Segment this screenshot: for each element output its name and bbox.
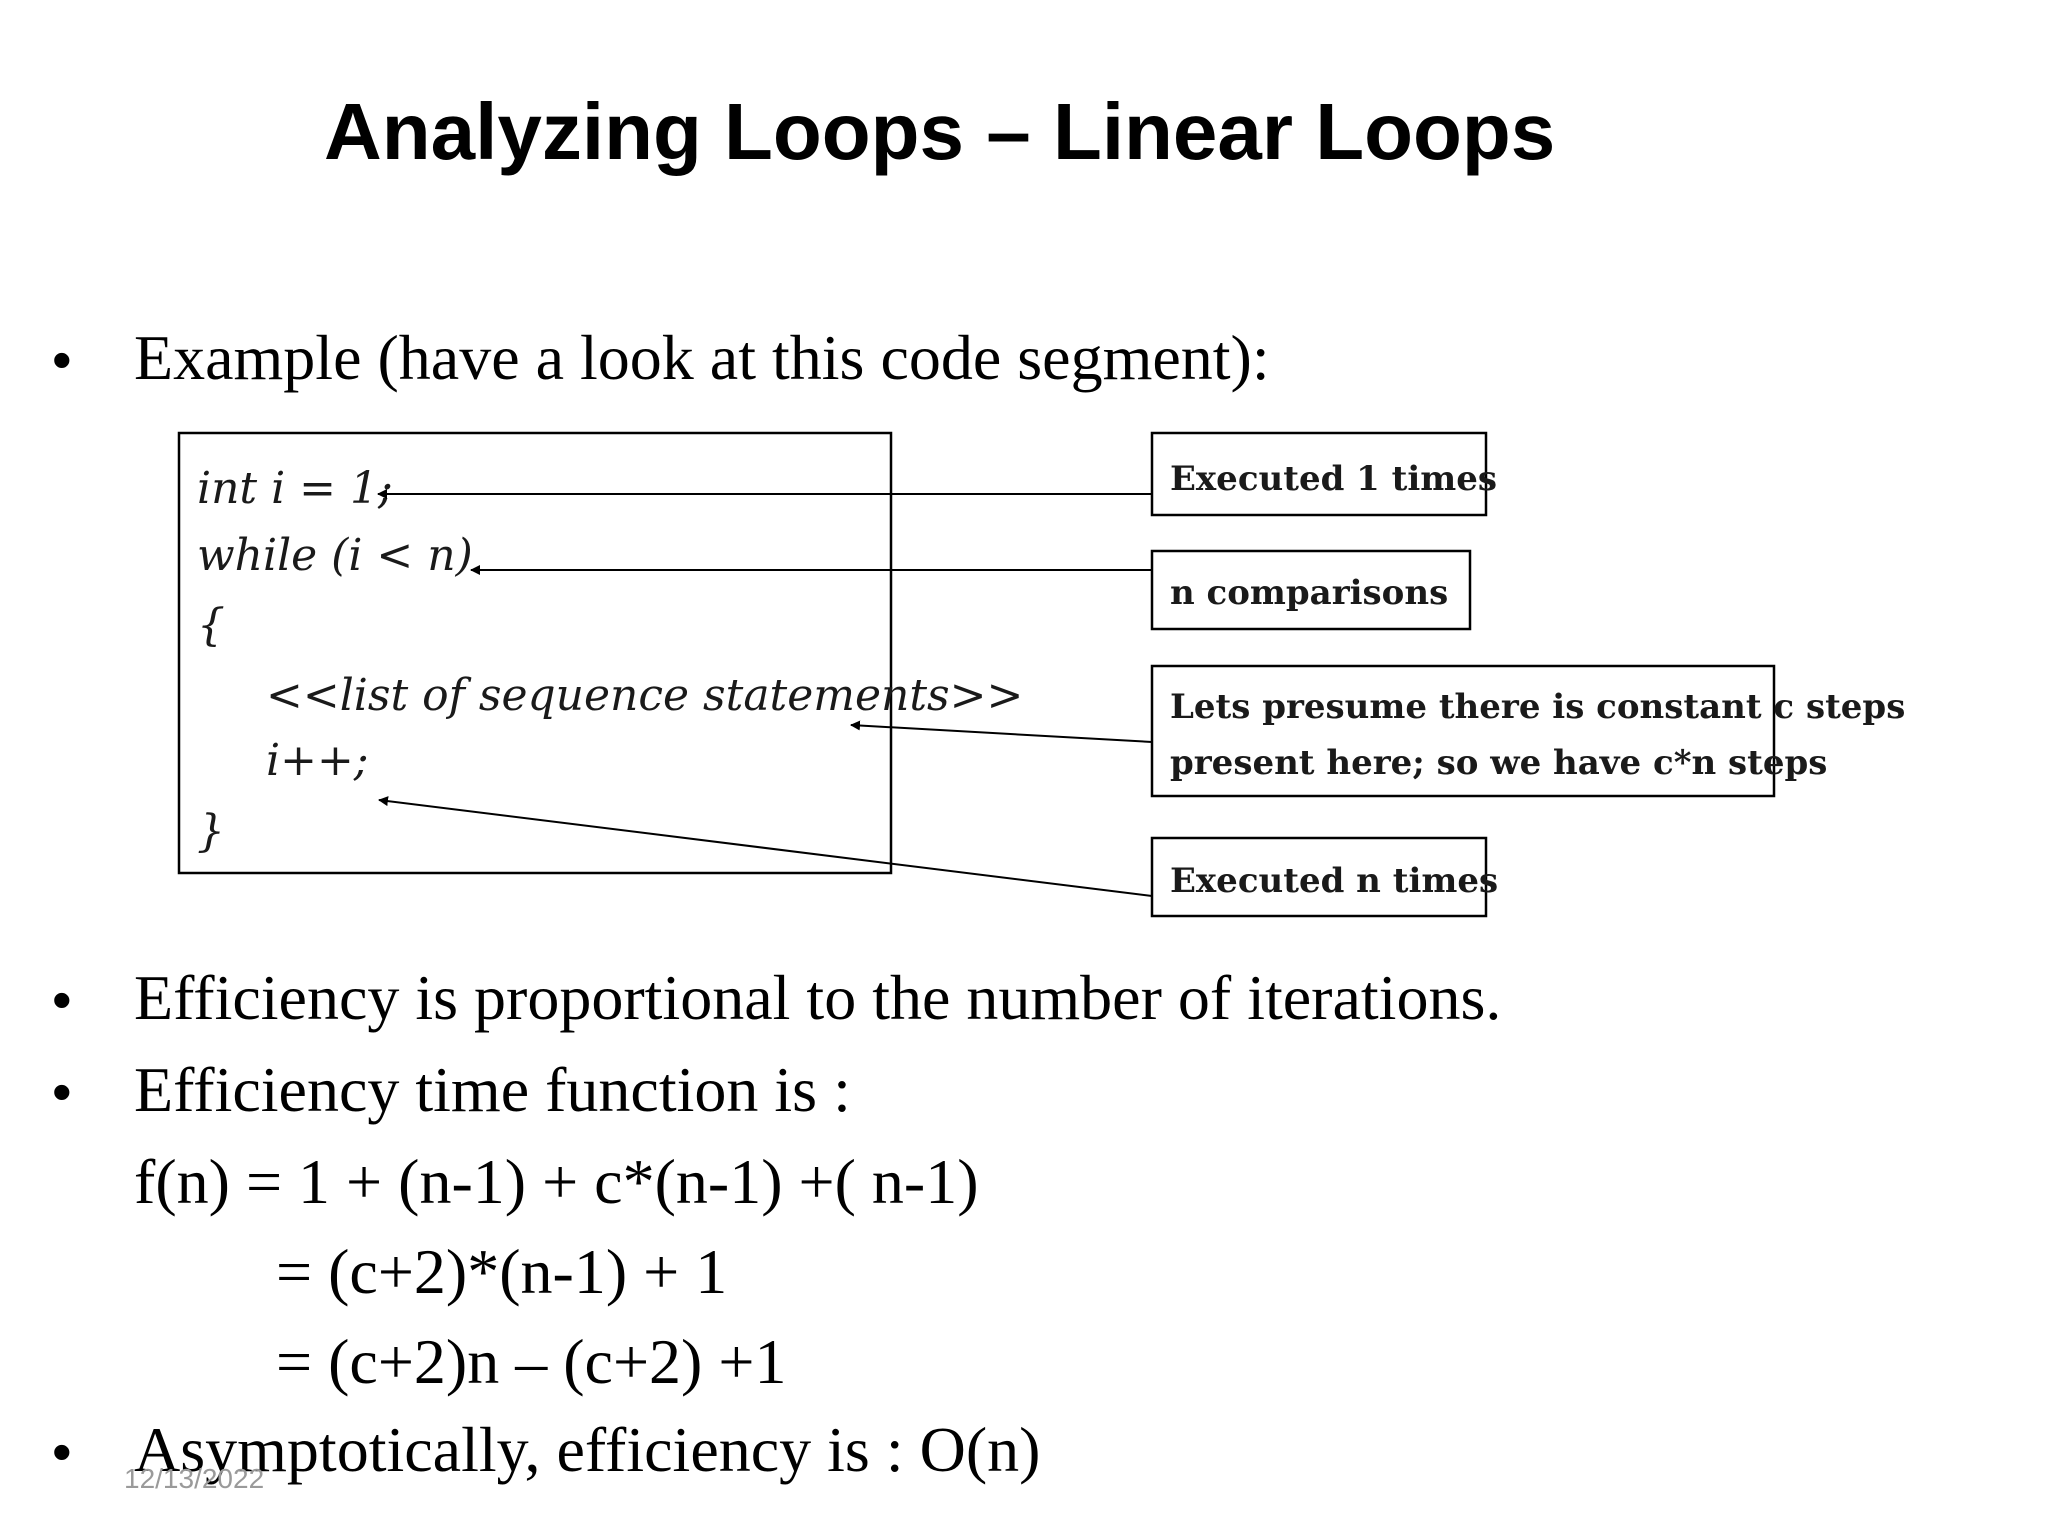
- formula-line: f(n) = 1 + (n-1) + c*(n-1) +( n-1): [134, 1146, 979, 1217]
- arrow: [850, 720, 1153, 743]
- annotation-box: [1150, 431, 1488, 517]
- bullet-text: Efficiency time function is :: [134, 1054, 851, 1125]
- code-line: int i = 1;: [197, 463, 393, 514]
- bullet-time-function: • Efficiency time function is :: [52, 1050, 851, 1132]
- annotation-text: Executed 1 times: [1170, 459, 1497, 499]
- slide-title: Analyzing Loops – Linear Loops: [324, 87, 1556, 176]
- code-box: [177, 431, 893, 875]
- bullet-text: Example (have a look at this code segmen…: [134, 322, 1270, 393]
- code-line: }: [197, 806, 225, 857]
- bullet-efficiency: • Efficiency is proportional to the numbe…: [52, 958, 1501, 1040]
- code-line: i++;: [266, 735, 369, 786]
- bullet-text: Asymptotically, efficiency is : O(n): [134, 1414, 1041, 1485]
- annotation-text: present here; so we have c*n steps: [1170, 743, 1827, 783]
- code-line: while (i < n): [197, 530, 473, 581]
- annotation-text: Lets presume there is constant c steps: [1170, 687, 1905, 727]
- bullet-asymptotic: • Asymptotically, efficiency is : O(n): [52, 1410, 1040, 1492]
- bullet-symbol: •: [52, 1420, 72, 1483]
- annotation-box: [1150, 664, 1776, 798]
- formula-line: = (c+2)n – (c+2) +1: [276, 1326, 787, 1397]
- bullet-symbol: •: [52, 1060, 72, 1123]
- bullet-text: Efficiency is proportional to the number…: [134, 962, 1502, 1033]
- code-line: <<list of sequence statements>>: [266, 670, 1023, 721]
- bullet-symbol: •: [52, 968, 72, 1031]
- annotation-text: n comparisons: [1170, 573, 1448, 613]
- annotation-text: Executed n times: [1170, 861, 1498, 901]
- annotation-box: [1150, 549, 1472, 631]
- formula-line: = (c+2)*(n-1) + 1: [276, 1236, 728, 1307]
- annotation-box: [1150, 836, 1488, 918]
- code-line: {: [197, 600, 225, 651]
- bullet-example: • Example (have a look at this code segme…: [52, 318, 1270, 400]
- bullet-symbol: •: [52, 328, 72, 391]
- arrow: [378, 796, 1153, 897]
- footer-date: 12/13/2022: [124, 1463, 265, 1494]
